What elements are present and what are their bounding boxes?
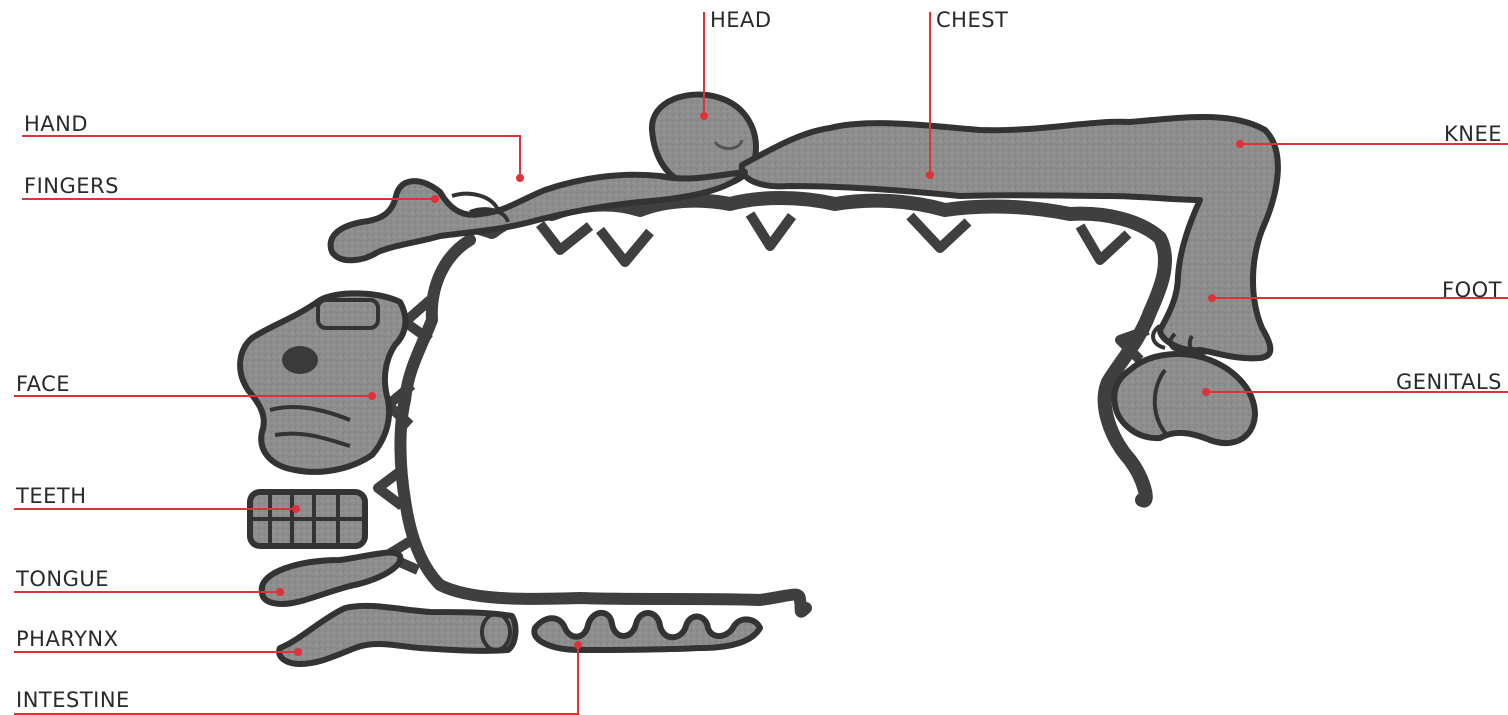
teeth-shape [250, 492, 365, 546]
label-fingers: FINGERS [24, 174, 119, 198]
marker-dot-pharynx [294, 648, 302, 656]
marker-dot-genitals [1202, 388, 1210, 396]
marker-dot-fingers [431, 195, 439, 203]
label-face: FACE [16, 372, 70, 396]
leader-line-hand [22, 136, 520, 178]
marker-dot-foot [1208, 294, 1216, 302]
label-knee: KNEE [1444, 122, 1502, 146]
label-teeth: TEETH [16, 484, 86, 508]
intestine-shape [534, 613, 760, 650]
marker-dot-head [700, 112, 708, 120]
marker-dot-teeth [292, 505, 300, 513]
label-chest: CHEST [936, 8, 1008, 32]
marker-dot-hand [516, 174, 524, 182]
face-shape [240, 293, 405, 471]
label-intestine: INTESTINE [16, 688, 130, 712]
cortex-outline [340, 198, 1165, 612]
pharynx-shape [279, 606, 515, 664]
marker-dot-knee [1236, 140, 1244, 148]
tongue-shape [262, 553, 401, 604]
arm-hand-shape [331, 172, 745, 260]
torso-leg-shape [742, 117, 1278, 358]
label-tongue: TONGUE [16, 567, 109, 591]
label-hand: HAND [24, 112, 88, 136]
marker-dot-face [368, 392, 376, 400]
label-foot: FOOT [1442, 278, 1502, 302]
marker-dot-chest [926, 171, 934, 179]
marker-dot-intestine [574, 641, 582, 649]
label-pharynx: PHARYNX [16, 627, 119, 651]
label-genitals: GENITALS [1396, 370, 1502, 394]
marker-dot-tongue [276, 588, 284, 596]
genitals-shape [1114, 354, 1255, 443]
label-head: HEAD [710, 8, 772, 32]
